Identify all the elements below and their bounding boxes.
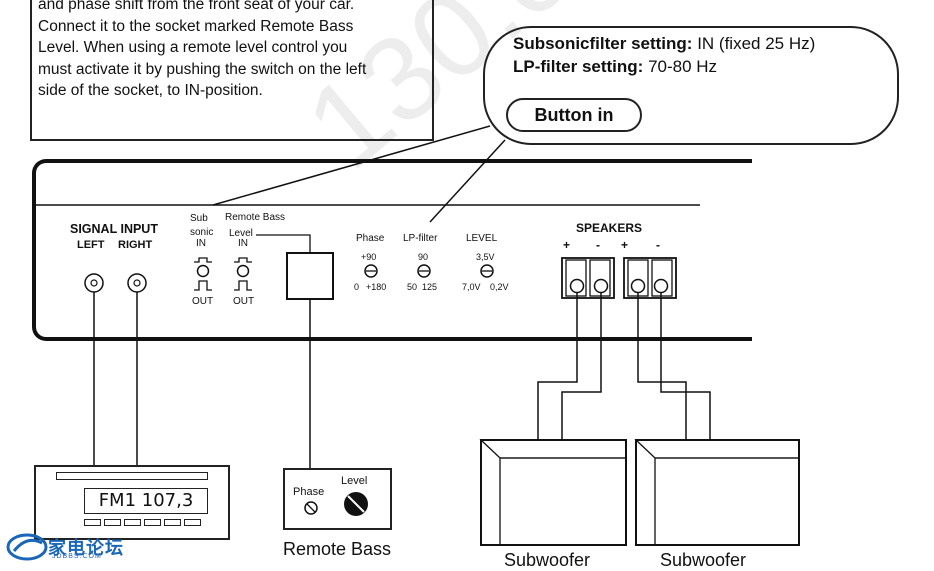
phase-top-value: +90: [361, 252, 377, 262]
instruction-line: and phase shift from the front seat of y…: [38, 0, 355, 13]
terminal-plus-1: +: [563, 238, 571, 252]
level-out-label: OUT: [233, 296, 255, 307]
lp-filter-knob: [417, 264, 431, 278]
instruction-line: Connect it to the socket marked Remote B…: [38, 17, 354, 35]
subsonic-label-2: sonic: [190, 227, 214, 238]
subsonic-setting-value: IN (fixed 25 Hz): [692, 34, 816, 53]
forum-logo-text: 家电论坛: [48, 538, 124, 558]
subsonic-setting: Subsonicfilter setting: IN (fixed 25 Hz): [513, 34, 815, 54]
radio-cd-slot: [56, 472, 208, 480]
button-in-pill: Button in: [506, 98, 642, 132]
speaker-terminal-block-2: [623, 257, 677, 299]
subwoofer-caption-2: Subwoofer: [660, 550, 747, 570]
subsonic-in-label: IN: [196, 238, 206, 249]
radio-display: FM1 107,3: [84, 488, 208, 514]
level-title: LEVEL: [466, 233, 498, 244]
lp-filter-setting-label: LP-filter setting:: [513, 57, 644, 76]
remote-phase-label: Phase: [293, 486, 325, 498]
phase-knob: [364, 264, 378, 278]
subsonic-switch: [196, 264, 210, 278]
remote-phase-knob: [304, 501, 318, 515]
subwoofer-caption-1: Subwoofer: [504, 550, 591, 570]
instruction-line: must activate it by pushing the switch o…: [38, 60, 367, 78]
subsonic-out-label: OUT: [192, 296, 214, 307]
phase-title: Phase: [356, 233, 385, 244]
subsonic-setting-label: Subsonicfilter setting:: [513, 34, 693, 53]
subwoofer-box-2: [635, 439, 800, 546]
callout-pointer-subsonic: [212, 125, 491, 206]
level-in-label: IN: [238, 238, 248, 249]
terminal-minus-2: -: [656, 238, 660, 252]
remote-bass-label: Remote Bass: [225, 212, 286, 223]
speaker-terminal-block-1: [561, 257, 615, 299]
level-left-value: 7,0V: [462, 282, 481, 292]
radio-button: [84, 519, 101, 526]
lp-filter-setting: LP-filter setting: 70-80 Hz: [513, 57, 717, 77]
level-knob: [480, 264, 494, 278]
lp-filter-setting-value: 70-80 Hz: [643, 57, 718, 76]
subsonic-label-1: Sub: [190, 213, 208, 224]
lp-filter-top-value: 90: [418, 252, 429, 262]
remote-level-label: Level: [341, 475, 368, 487]
lp-filter-right-value: 125: [422, 282, 438, 292]
level-right-value: 0,2V: [490, 282, 509, 292]
radio-button: [144, 519, 161, 526]
instruction-line: Level. When using a remote level control…: [38, 39, 348, 56]
terminal-plus-2: +: [621, 238, 629, 252]
signal-input-label: SIGNAL INPUT: [70, 222, 158, 236]
level-top-value: 3,5V: [476, 252, 495, 262]
lp-filter-title: LP-filter: [403, 233, 438, 244]
lp-filter-left-value: 50: [407, 282, 418, 292]
instruction-box: [30, 0, 434, 141]
radio-button: [124, 519, 141, 526]
remote-caption: Remote Bass: [283, 539, 392, 559]
callout-pointer-lpfilter: [429, 139, 506, 223]
speakers-label: SPEAKERS: [576, 221, 643, 235]
rca-right-jack: [127, 273, 147, 293]
instruction-text: and phase shift from the front seat of y…: [38, 0, 430, 102]
level-switch-label: Level: [229, 228, 253, 239]
amplifier-panel: [32, 159, 752, 341]
remote-bass-control: [283, 468, 392, 530]
phase-left-value: 0: [354, 282, 360, 292]
forum-logo-subtext: JDBBS.COM: [52, 553, 102, 560]
remote-level-switch: [236, 264, 250, 278]
car-radio: [34, 465, 230, 540]
instruction-line: side of the socket, to IN-position.: [38, 82, 263, 99]
radio-button: [184, 519, 201, 526]
phase-right-value: +180: [366, 282, 387, 292]
radio-button: [164, 519, 181, 526]
right-label: RIGHT: [118, 239, 153, 251]
subwoofer-box-1: [480, 439, 627, 546]
terminal-minus-1: -: [596, 238, 600, 252]
remote-bass-socket: [286, 252, 334, 300]
forum-logo-icon: [6, 533, 48, 561]
settings-callout: [483, 26, 899, 145]
radio-button: [104, 519, 121, 526]
left-label: LEFT: [77, 239, 105, 251]
rca-left-jack: [84, 273, 104, 293]
